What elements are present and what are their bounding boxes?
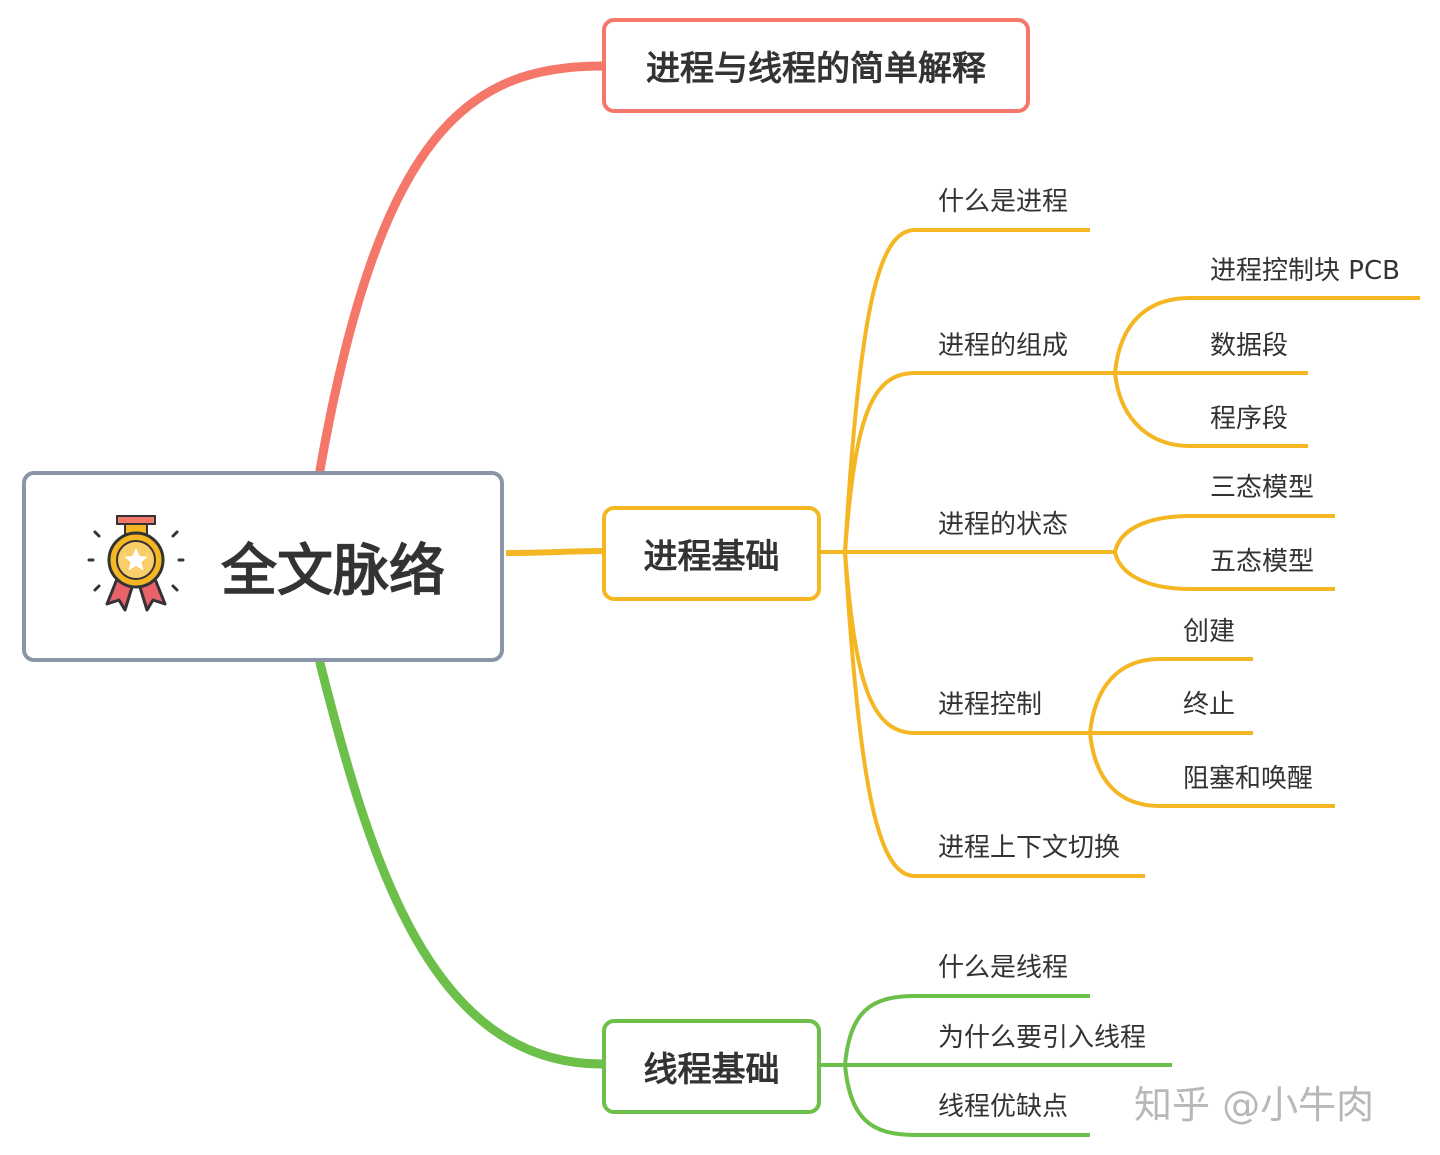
branch-process[interactable]: 进程基础 bbox=[602, 506, 821, 601]
state-five-model[interactable]: 五态模型 bbox=[1210, 547, 1315, 577]
watermark: 知乎 @小牛肉 bbox=[1134, 1083, 1375, 1127]
thread-child-pros-cons[interactable]: 线程优缺点 bbox=[938, 1092, 1069, 1122]
branch-thread[interactable]: 线程基础 bbox=[602, 1019, 821, 1114]
connector-control-3 bbox=[1088, 732, 1335, 808]
medal-icon bbox=[87, 514, 185, 611]
composition-pcb[interactable]: 进程控制块 PCB bbox=[1210, 256, 1400, 286]
connector-process-child-2 bbox=[843, 371, 1115, 553]
process-child-context-switch[interactable]: 进程上下文切换 bbox=[938, 833, 1121, 863]
connector-thread-child-1 bbox=[821, 994, 1090, 1067]
connector-root-thread bbox=[315, 658, 607, 1069]
connector-thread-child-3 bbox=[843, 1064, 1090, 1137]
connector-root-intro bbox=[315, 61, 607, 475]
root-node[interactable]: 全文脉络 bbox=[22, 471, 504, 662]
process-child-state[interactable]: 进程的状态 bbox=[938, 510, 1069, 540]
composition-program-segment[interactable]: 程序段 bbox=[1210, 404, 1289, 434]
thread-child-why[interactable]: 为什么要引入线程 bbox=[938, 1023, 1147, 1053]
connector-state-1 bbox=[1113, 514, 1335, 553]
connector-composition-3 bbox=[1113, 372, 1308, 448]
thread-child-what[interactable]: 什么是线程 bbox=[938, 953, 1069, 983]
connector-process-child-5 bbox=[843, 551, 1145, 878]
connector-root-process bbox=[505, 548, 603, 556]
composition-data-segment[interactable]: 数据段 bbox=[1210, 331, 1289, 361]
control-create[interactable]: 创建 bbox=[1183, 617, 1236, 647]
root-label: 全文脉络 bbox=[221, 539, 445, 604]
connector-composition-1 bbox=[1113, 296, 1420, 374]
process-child-what[interactable]: 什么是进程 bbox=[938, 187, 1069, 217]
control-block-wakeup[interactable]: 阻塞和唤醒 bbox=[1183, 764, 1314, 794]
process-child-composition[interactable]: 进程的组成 bbox=[938, 331, 1069, 361]
control-terminate[interactable]: 终止 bbox=[1183, 690, 1236, 720]
process-child-control[interactable]: 进程控制 bbox=[938, 690, 1043, 720]
connector-control-1 bbox=[1088, 657, 1253, 734]
connector-process-child-1 bbox=[821, 228, 1090, 554]
branch-intro[interactable]: 进程与线程的简单解释 bbox=[602, 18, 1030, 113]
connector-state-2 bbox=[1113, 551, 1335, 591]
state-three-model[interactable]: 三态模型 bbox=[1210, 473, 1315, 503]
